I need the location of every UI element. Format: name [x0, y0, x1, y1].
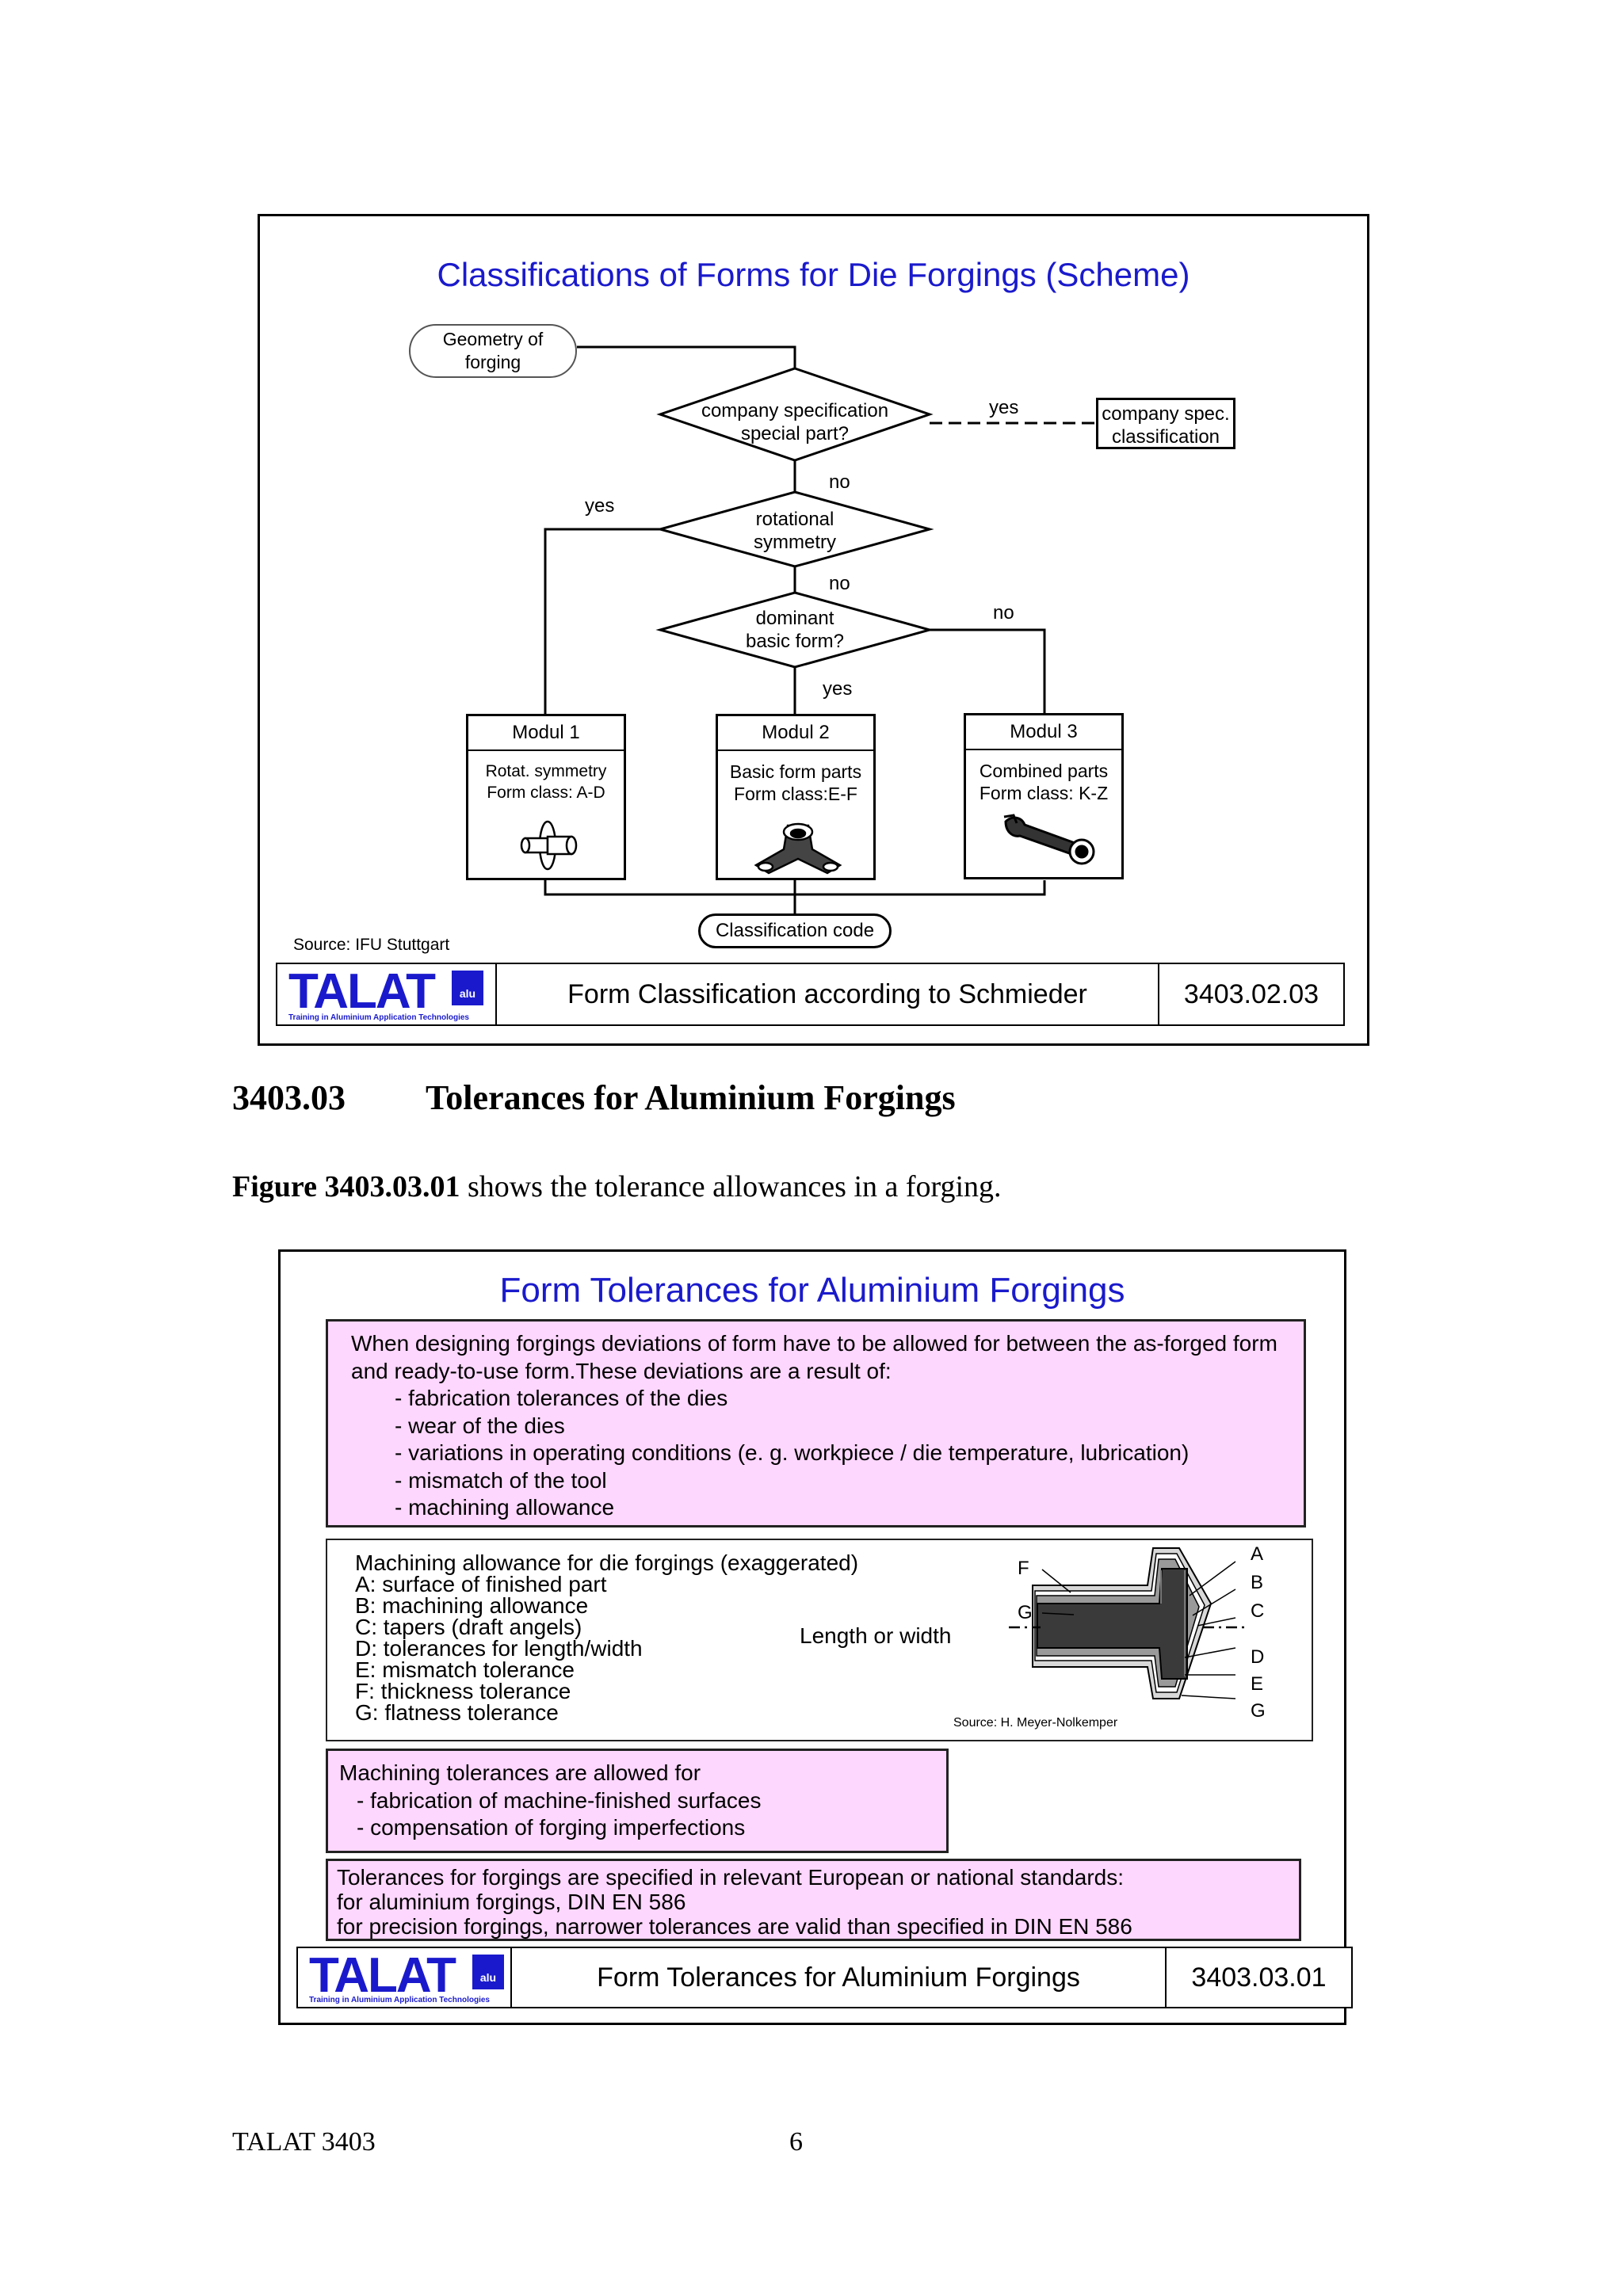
connecting-rod-icon: [1003, 814, 1095, 865]
source-label: Source: IFU Stuttgart: [293, 936, 450, 954]
label-e: E: [1251, 1673, 1264, 1695]
footer-caption: Form Classification according to Schmied…: [497, 964, 1159, 1024]
d3-no-label: no: [993, 602, 1014, 624]
talat-logo: TALAT alu Training in Aluminium Applicat…: [277, 964, 497, 1024]
flowchart-lines: [544, 345, 1096, 913]
label-a: A: [1251, 1543, 1264, 1565]
page-number: 6: [789, 2127, 803, 2157]
footer-number: 3403.03.01: [1191, 1962, 1327, 1993]
start-node-geometry: [409, 324, 577, 378]
body-paragraph: Figure 3403.03.01 shows the tolerance al…: [232, 1169, 1002, 1204]
figure-footer: TALAT alu Training in Aluminium Applicat…: [276, 963, 1345, 1026]
label-f: F: [1018, 1558, 1029, 1579]
module-2-title: Modul 2: [718, 716, 873, 751]
standards-box: Tolerances for forgings are specified in…: [326, 1859, 1301, 1941]
footer-caption: Form Tolerances for Aluminium Forgings: [512, 1948, 1167, 2007]
label-g-left: G: [1018, 1602, 1033, 1623]
figure-title: Form Tolerances for Aluminium Forgings: [499, 1271, 1125, 1310]
section-number: 3403.03: [232, 1078, 346, 1117]
section-title: Tolerances for Aluminium Forgings: [426, 1078, 956, 1117]
label-g-right: G: [1251, 1700, 1266, 1722]
label-b: B: [1251, 1572, 1264, 1593]
length-width-label: Length or width: [800, 1623, 952, 1648]
company-spec-label: company spec.classification: [1102, 403, 1230, 448]
paragraph-text: shows the tolerance allowances in a forg…: [460, 1170, 1002, 1203]
allowance-legend: Machining allowance for die forgings (ex…: [355, 1550, 859, 1725]
figure-footer: TALAT alu Training in Aluminium Applicat…: [296, 1947, 1353, 2008]
label-d: D: [1251, 1646, 1265, 1668]
company-spec-box: [1096, 398, 1235, 449]
d3-yes-label: yes: [823, 678, 853, 700]
figure-title: Classifications of Forms for Die Forging…: [437, 256, 1190, 293]
figure-reference: Figure 3403.03.01: [232, 1170, 460, 1203]
machining-tolerances-box: Machining tolerances are allowed for - f…: [326, 1749, 949, 1853]
talat-logo: TALAT alu Training in Aluminium Applicat…: [298, 1948, 512, 2007]
page-footer-doc: TALAT 3403: [232, 2127, 376, 2157]
start-node-label: Geometry of forging: [442, 329, 544, 372]
module-3-title: Modul 3: [966, 715, 1121, 750]
figure-form-classification: Classifications of Forms for Die Forging…: [258, 214, 1369, 1046]
forging-cross-section-diagram: [1009, 1547, 1247, 1699]
figure-form-tolerances: Form Tolerances for Aluminium Forgings W…: [278, 1249, 1353, 2025]
label-c: C: [1251, 1600, 1265, 1622]
classification-code-node: Classification code: [698, 913, 892, 948]
basic-form-part-icon: [754, 822, 842, 875]
d1-no-label: no: [829, 471, 850, 493]
d1-yes-label: yes: [989, 397, 1019, 418]
diagram-source: Source: H. Meyer-Nolkemper: [953, 1716, 1118, 1730]
deviations-box: When designing forgings deviations of fo…: [326, 1319, 1306, 1527]
footer-number: 3403.02.03: [1183, 978, 1319, 1009]
rotational-part-icon: [520, 820, 578, 871]
module-1-title: Modul 1: [468, 716, 624, 751]
d2-yes-label: yes: [585, 495, 615, 517]
d2-no-label: no: [829, 573, 850, 594]
machining-allowance-box: Machining allowance for die forgings (ex…: [326, 1539, 1313, 1741]
